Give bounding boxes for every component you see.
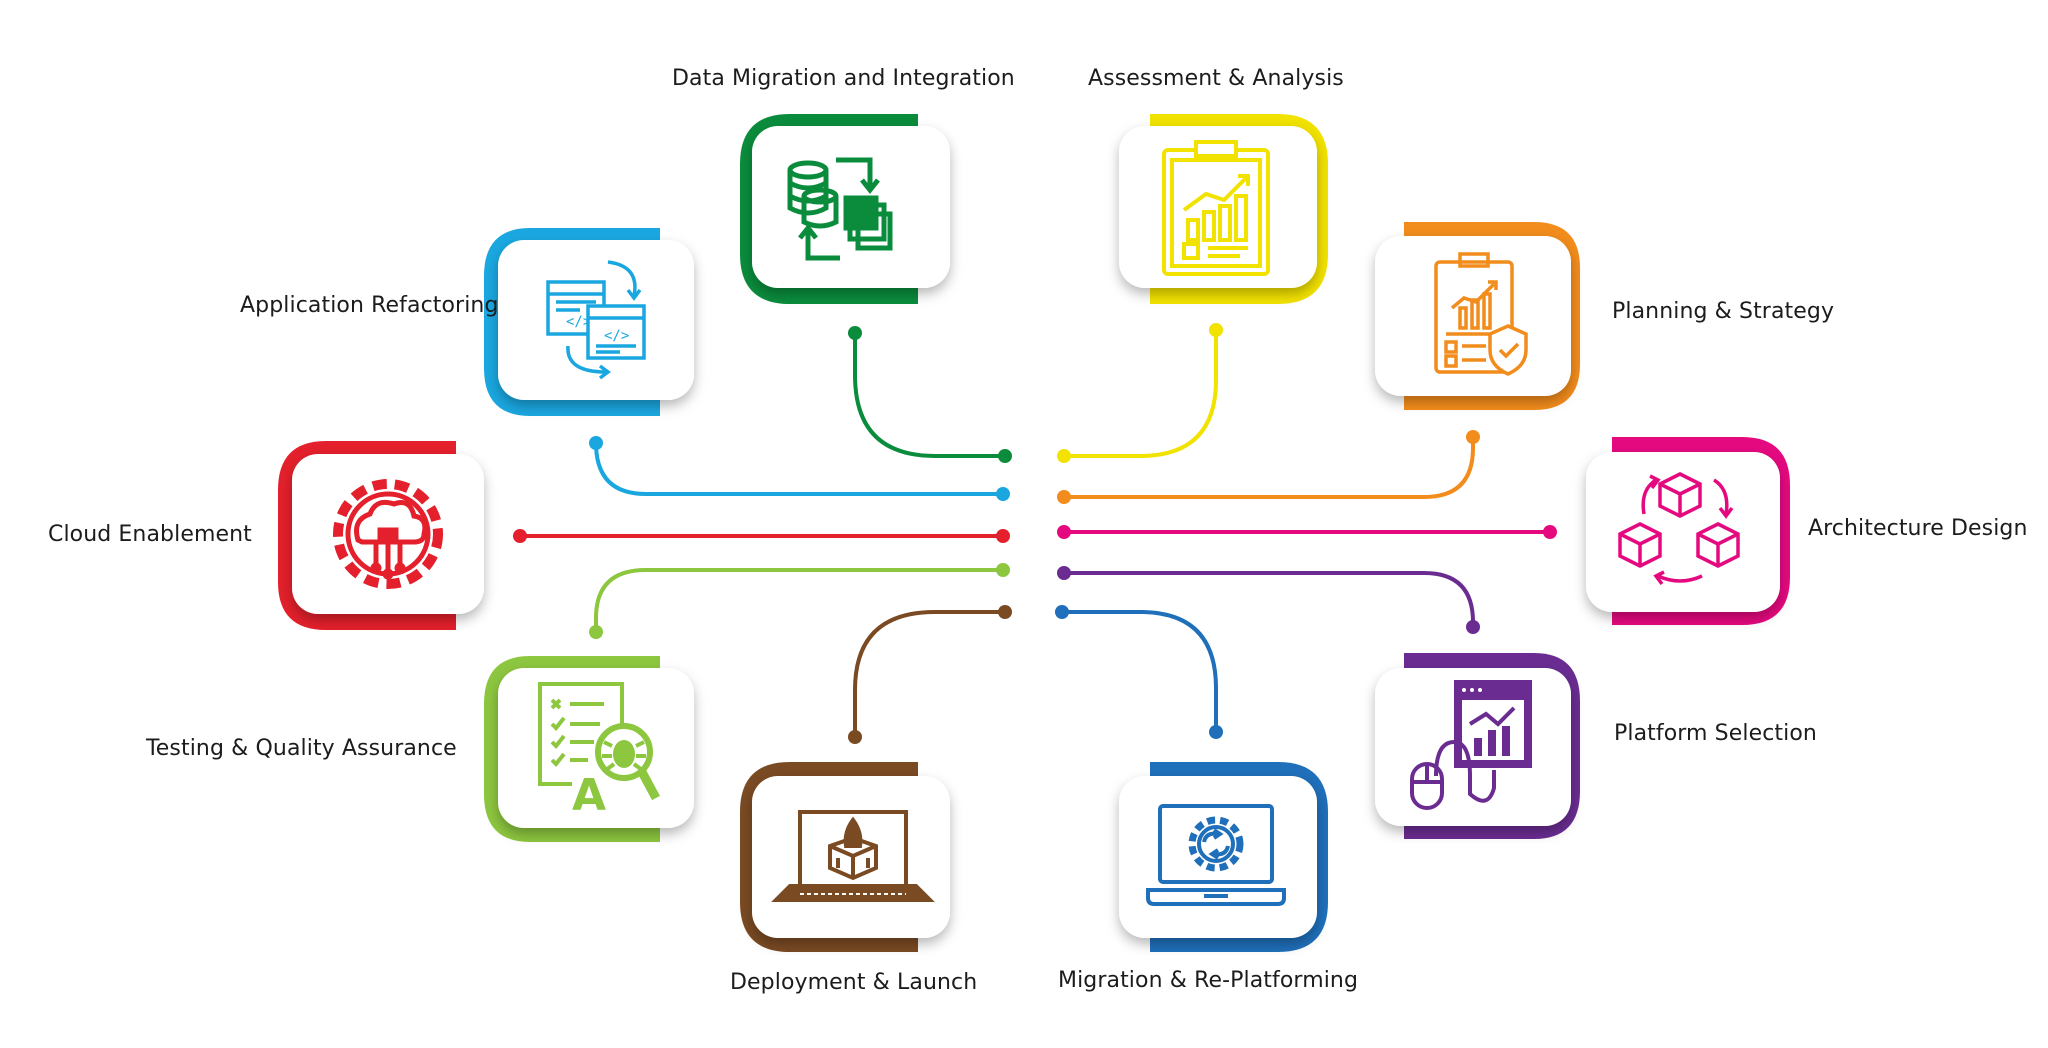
connector-dot [1209, 323, 1223, 337]
svg-text:</>: </> [604, 328, 629, 344]
node-architecture [1586, 437, 1790, 625]
connector-dot [996, 529, 1010, 543]
label-data-migration: Data Migration and Integration [672, 66, 1015, 91]
label-testing: Testing & Quality Assurance [146, 736, 457, 761]
node-card [1586, 452, 1780, 612]
laptop-sync-gear-icon [1146, 804, 1286, 906]
svg-text:</>: </> [566, 314, 591, 330]
connector-dot [1055, 605, 1069, 619]
node-cloud-enablement [278, 441, 484, 630]
connector-dot [1057, 449, 1071, 463]
connector-dot [998, 449, 1012, 463]
connector-dot [589, 436, 603, 450]
connector-dot [998, 605, 1012, 619]
label-platform-selection: Platform Selection [1614, 721, 1817, 746]
connector-dot [1057, 525, 1071, 539]
clipboard-chart-icon [1162, 140, 1270, 276]
connector-dot [848, 730, 862, 744]
connector-migration-replatforming [1062, 610, 1218, 732]
connector-dot [996, 563, 1010, 577]
label-migration-replatforming: Migration & Re-Platforming [1058, 968, 1359, 993]
laptop-rocket-icon [771, 810, 935, 902]
connector-dot [1057, 566, 1071, 580]
cloud-gear-icon [333, 479, 443, 589]
connector-dot [1466, 430, 1480, 444]
label-deployment: Deployment & Launch [730, 970, 978, 995]
connector-dot [589, 625, 603, 639]
node-deployment [740, 762, 950, 952]
connector-dot [1057, 490, 1071, 504]
node-assessment [1119, 114, 1328, 304]
connector-deployment [853, 610, 1005, 737]
connector-app-refactoring [594, 442, 1003, 496]
connector-planning [1064, 437, 1475, 499]
checklist-bug-icon: A [538, 682, 660, 821]
node-planning [1375, 222, 1580, 410]
label-planning: Planning & Strategy [1612, 299, 1835, 324]
code-windows-cycle-icon: </> </> [546, 260, 646, 380]
connector-data-migration [853, 333, 1005, 458]
connector-dot [1543, 525, 1557, 539]
node-data-migration [740, 114, 950, 304]
connector-lines [513, 323, 1557, 744]
mouse-dashboard-icon [1410, 680, 1532, 810]
connector-platform-selection [1064, 571, 1475, 627]
label-cloud-enablement: Cloud Enablement [48, 522, 252, 547]
connector-dot [848, 326, 862, 340]
label-app-refactoring: Application Refactoring [240, 293, 499, 318]
node-migration-replatforming [1119, 762, 1328, 952]
connector-assessment [1064, 330, 1218, 458]
connector-dot [996, 487, 1010, 501]
connector-dot [513, 529, 527, 543]
cubes-cycle-icon [1618, 472, 1740, 586]
connector-dot [1209, 725, 1223, 739]
node-testing: A [484, 656, 694, 842]
label-assessment: Assessment & Analysis [1088, 66, 1344, 91]
label-architecture: Architecture Design [1808, 516, 2028, 541]
connector-dot [1466, 620, 1480, 634]
database-transfer-icon [787, 157, 893, 261]
connector-testing [594, 568, 1003, 632]
node-platform-selection [1375, 653, 1580, 839]
clipboard-shield-icon [1434, 252, 1528, 376]
svg-text:A: A [572, 770, 606, 821]
node-app-refactoring: </> </> [484, 228, 694, 416]
